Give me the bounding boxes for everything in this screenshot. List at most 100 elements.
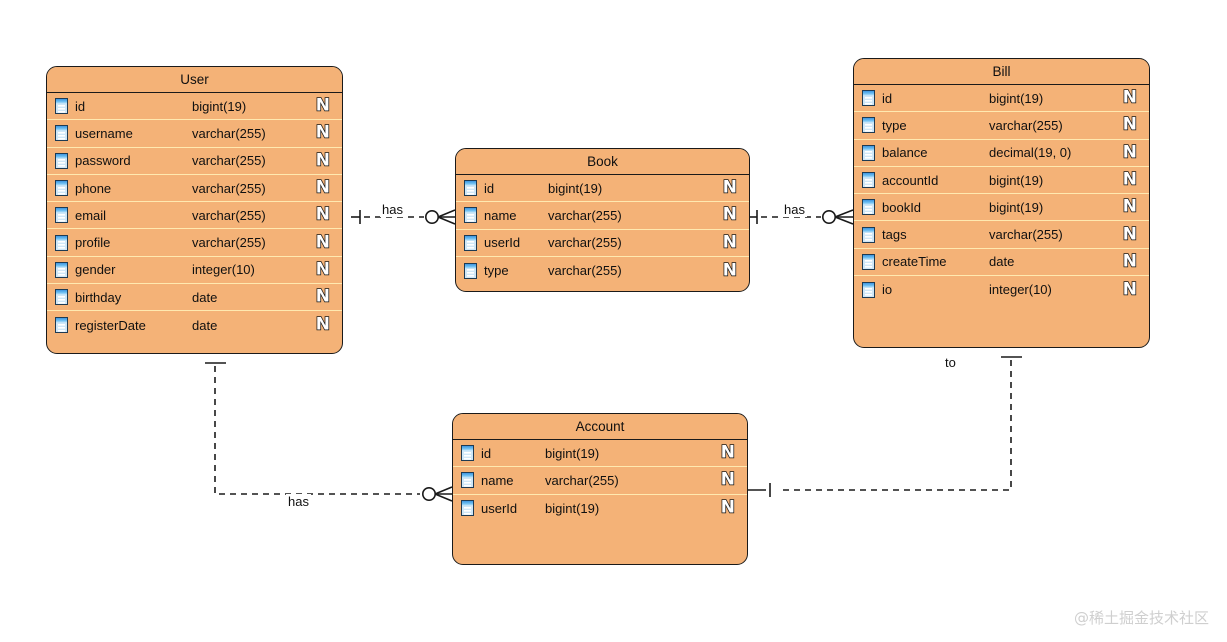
nullable-marker: N [1122, 142, 1138, 163]
relationship-label-book-has-bill: has [782, 202, 807, 217]
column-type: bigint(19) [545, 500, 600, 516]
nullable-marker: N [720, 497, 736, 518]
column-name: type [882, 117, 907, 133]
column-name: phone [75, 180, 112, 196]
column-name: createTime [882, 254, 947, 270]
entity-title-user: User [47, 67, 342, 93]
entity-title-bill: Bill [854, 59, 1149, 85]
nullable-marker: N [722, 177, 738, 198]
column-name: birthday [75, 289, 122, 305]
column-icon [55, 261, 68, 278]
column-icon [55, 234, 68, 251]
entity-title-account: Account [453, 414, 747, 440]
nullable-marker: N [315, 122, 331, 143]
nullable-marker: N [315, 259, 331, 280]
nullable-marker: N [1122, 279, 1138, 300]
column-type: varchar(255) [989, 227, 1063, 243]
column-icon [862, 226, 875, 243]
column-type: date [192, 317, 218, 333]
column-icon [55, 317, 68, 334]
column-icon [464, 234, 477, 251]
column-type: varchar(255) [192, 235, 266, 251]
column-name: id [481, 445, 492, 461]
nullable-marker: N [1122, 196, 1138, 217]
nullable-marker: N [315, 232, 331, 253]
column-name: password [75, 153, 131, 169]
nullable-marker: N [1122, 114, 1138, 135]
column-name: gender [75, 262, 116, 278]
column-icon [55, 289, 68, 306]
column-type: bigint(19) [545, 445, 600, 461]
nullable-marker: N [722, 260, 738, 281]
column-type: varchar(255) [989, 117, 1063, 133]
column-row[interactable]: type varchar(255) N [854, 112, 1149, 140]
column-name: registerDate [75, 317, 146, 333]
entity-title-book: Book [456, 149, 749, 175]
column-icon [464, 180, 477, 197]
column-row[interactable]: birthday date N [47, 284, 342, 312]
column-icon [55, 152, 68, 169]
column-name: profile [75, 235, 111, 251]
column-icon [464, 207, 477, 224]
connector-user-has-account [205, 362, 453, 502]
column-name: email [75, 207, 107, 223]
column-name: balance [882, 145, 928, 161]
column-row[interactable]: userId bigint(19) N [453, 495, 747, 522]
column-row[interactable]: profile varchar(255) N [47, 229, 342, 257]
nullable-marker: N [315, 286, 331, 307]
column-type: varchar(255) [548, 235, 622, 251]
column-name: io [882, 282, 893, 298]
column-row[interactable]: io integer(10) N [854, 276, 1149, 303]
column-type: bigint(19) [989, 172, 1044, 188]
nullable-marker: N [315, 95, 331, 116]
column-type: integer(10) [989, 282, 1052, 298]
nullable-marker: N [720, 442, 736, 463]
nullable-marker: N [315, 204, 331, 225]
column-name: id [484, 180, 495, 196]
nullable-marker: N [315, 150, 331, 171]
column-icon [862, 253, 875, 270]
column-row[interactable]: id bigint(19) N [453, 440, 747, 468]
nullable-marker: N [720, 469, 736, 490]
column-type: date [192, 289, 218, 305]
nullable-marker: N [722, 204, 738, 225]
column-icon [862, 144, 875, 161]
column-name: id [882, 90, 893, 106]
column-type: varchar(255) [192, 207, 266, 223]
column-type: date [989, 254, 1015, 270]
column-icon [464, 262, 477, 279]
column-type: varchar(255) [545, 472, 619, 488]
column-icon [55, 125, 68, 142]
column-icon [862, 90, 875, 107]
column-icon [55, 98, 68, 115]
column-name: userId [481, 500, 518, 516]
relationship-label-user-has-book: has [380, 202, 405, 217]
relationship-label-user-has-account: has [286, 494, 311, 509]
column-row[interactable]: email varchar(255) N [47, 202, 342, 230]
